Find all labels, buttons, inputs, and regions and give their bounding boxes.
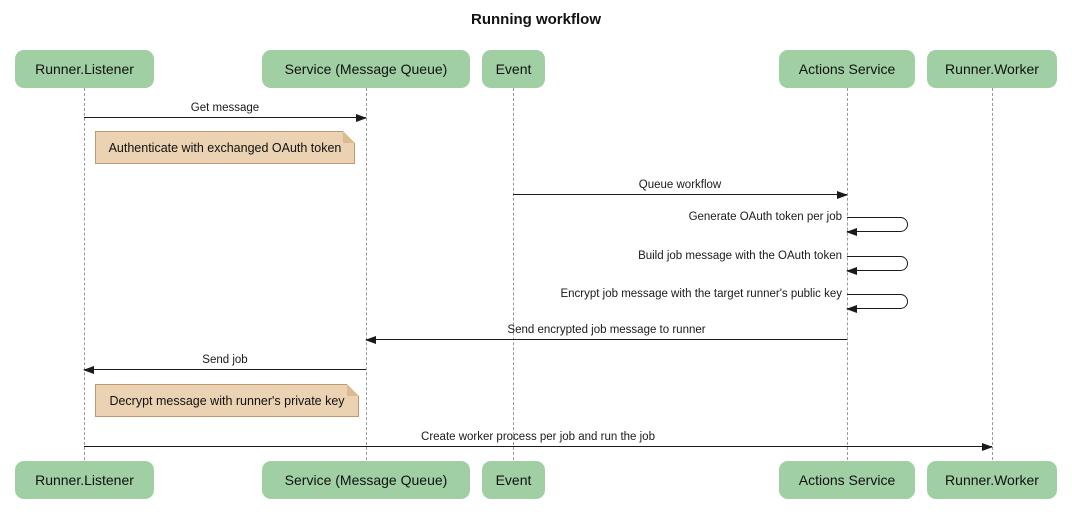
note-fold-icon [347, 384, 359, 396]
actor-bottom-runner-listener: Runner.Listener [15, 461, 154, 499]
message-label: Send job [202, 354, 248, 366]
diagram-title: Running workflow [471, 11, 601, 28]
arrowhead-left-icon [365, 335, 376, 344]
message-queue-workflow: Queue workflow [513, 178, 848, 199]
arrowhead-left-icon [846, 304, 857, 313]
actor-bottom-actions-service: Actions Service [779, 461, 915, 499]
self-message-generate-oauth-loop [846, 217, 908, 236]
message-label: Create worker process per job and run th… [421, 431, 655, 443]
message-get-message: Get message [84, 101, 367, 122]
self-message-encrypt-job-label: Encrypt job message with the target runn… [560, 288, 842, 300]
message-create-worker: Create worker process per job and run th… [84, 430, 993, 451]
message-send-encrypted-job: Send encrypted job message to runner [365, 323, 847, 344]
actor-top-event: Event [482, 50, 545, 88]
lifeline-runner-worker [991, 88, 993, 460]
self-message-generate-oauth-label: Generate OAuth token per job [688, 211, 842, 223]
note-text: Authenticate with exchanged OAuth token [108, 140, 342, 155]
actor-bottom-service-message-queue: Service (Message Queue) [262, 461, 470, 499]
lifeline-service-message-queue [365, 88, 367, 460]
lifeline-event [513, 88, 514, 460]
actor-top-service-message-queue: Service (Message Queue) [262, 50, 470, 88]
note-text: Decrypt message with runner's private ke… [109, 393, 345, 408]
actor-label: Event [495, 61, 532, 77]
self-message-build-job-loop [846, 256, 908, 275]
actor-label: Actions Service [798, 472, 896, 488]
actor-label: Runner.Listener [35, 61, 134, 77]
actor-label: Service (Message Queue) [284, 61, 448, 77]
actor-label: Runner.Listener [35, 472, 134, 488]
note-authenticate-oauth: Authenticate with exchanged OAuth token [95, 131, 355, 164]
self-message-encrypt-job-loop [846, 294, 908, 313]
lifeline-runner-listener [84, 88, 85, 460]
arrowhead-right-icon [982, 442, 993, 451]
actor-bottom-event: Event [482, 461, 545, 499]
actor-label: Service (Message Queue) [284, 472, 448, 488]
note-decrypt-private-key: Decrypt message with runner's private ke… [95, 384, 359, 417]
self-message-build-job-label: Build job message with the OAuth token [638, 250, 842, 262]
arrowhead-left-icon [846, 266, 857, 275]
actor-label: Event [495, 472, 532, 488]
actor-top-runner-listener: Runner.Listener [15, 50, 154, 88]
message-label: Get message [190, 102, 260, 114]
actor-label: Runner.Worker [945, 61, 1039, 77]
actor-label: Runner.Worker [945, 472, 1039, 488]
note-fold-icon [343, 131, 355, 143]
actor-bottom-runner-worker: Runner.Worker [927, 461, 1057, 499]
arrowhead-left-icon [846, 227, 857, 236]
arrowhead-left-icon [83, 365, 94, 374]
arrowhead-right-icon [356, 113, 367, 122]
actor-label: Actions Service [798, 61, 896, 77]
message-label: Queue workflow [638, 179, 722, 191]
message-send-job: Send job [83, 353, 366, 374]
message-label: Send encrypted job message to runner [507, 324, 706, 336]
actor-top-runner-worker: Runner.Worker [927, 50, 1057, 88]
actor-top-actions-service: Actions Service [779, 50, 915, 88]
arrowhead-right-icon [837, 190, 848, 199]
